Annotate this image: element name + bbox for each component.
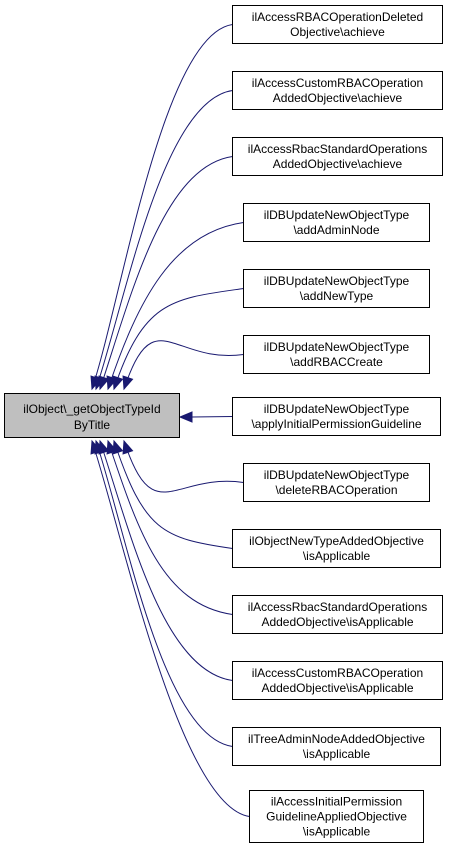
call-edge: [107, 222, 244, 390]
caller-node-box: [249, 790, 424, 843]
caller-node[interactable]: ilAccessCustomRBACOperationAddedObjectiv…: [232, 71, 443, 110]
caller-node-label: ilObjectNewTypeAddedObjective: [249, 534, 424, 548]
focus-node-line-2: ByTitle: [74, 418, 111, 432]
edges-layer: [90, 24, 250, 817]
edge-arrowhead: [112, 439, 124, 455]
caller-node-box: [232, 727, 441, 766]
caller-node-label: \addRBACCreate: [290, 355, 383, 369]
caller-node-box: [243, 203, 430, 242]
caller-node-label: Objective\achieve: [290, 25, 385, 39]
caller-node-box: [232, 397, 441, 436]
caller-node-label: GuidelineAppliedObjective: [266, 810, 407, 824]
call-edge: [123, 340, 244, 390]
caller-node-box: [243, 463, 430, 502]
call-edge: [95, 440, 233, 747]
call-edge: [107, 440, 233, 615]
caller-node-box: [232, 661, 443, 700]
call-edge: [99, 440, 233, 681]
call-edge: [91, 24, 233, 390]
caller-node-label: ilAccessRbacStandardOperations: [248, 142, 427, 156]
caller-node-label: AddedObjective\isApplicable: [261, 681, 413, 695]
call-edge: [95, 90, 233, 390]
caller-node-box: [232, 5, 443, 44]
caller-node-label: ilAccessRBACOperationDeleted: [252, 10, 423, 24]
caller-node-box: [232, 71, 443, 110]
caller-node-label: ilDBUpdateNewObjectType: [264, 208, 410, 222]
caller-node-label: AddedObjective\achieve: [273, 157, 403, 171]
caller-node-label: ilDBUpdateNewObjectType: [264, 340, 410, 354]
focus-node[interactable]: ilObject\_getObjectTypeId ByTitle: [4, 393, 180, 438]
caller-node-label: \applyInitialPermissionGuideline: [251, 417, 421, 431]
focus-node-line-1: ilObject\_getObjectTypeId: [23, 402, 160, 416]
caller-node-label: ilDBUpdateNewObjectType: [264, 402, 410, 416]
caller-node-label: \deleteRBACOperation: [275, 483, 397, 497]
call-edge: [99, 156, 233, 390]
caller-node[interactable]: ilDBUpdateNewObjectType\addAdminNode: [243, 203, 430, 242]
caller-node[interactable]: ilAccessInitialPermissionGuidelineApplie…: [249, 790, 424, 843]
caller-node-label: AddedObjective\achieve: [273, 91, 403, 105]
caller-node-label: ilAccessCustomRBACOperation: [252, 666, 423, 680]
caller-node-box: [243, 269, 430, 308]
caller-node-label: AddedObjective\isApplicable: [261, 615, 413, 629]
caller-node[interactable]: ilDBUpdateNewObjectType\addRBACCreate: [243, 335, 430, 374]
caller-node-label: \addAdminNode: [293, 223, 379, 237]
call-edge: [123, 440, 244, 493]
caller-node-box: [232, 595, 443, 634]
caller-nodes: ilAccessRBACOperationDeletedObjective\ac…: [232, 5, 443, 843]
caller-node[interactable]: ilDBUpdateNewObjectType\deleteRBACOperat…: [243, 463, 430, 502]
edge-arrowhead: [90, 439, 102, 455]
caller-node[interactable]: ilAccessRbacStandardOperationsAddedObjec…: [232, 595, 443, 634]
caller-node-label: ilDBUpdateNewObjectType: [264, 274, 410, 288]
caller-node-label: \isApplicable: [303, 825, 371, 839]
caller-node-label: \addNewType: [300, 289, 374, 303]
caller-node-label: ilAccessCustomRBACOperation: [252, 76, 423, 90]
edge-arrowhead: [112, 375, 124, 391]
call-edge: [91, 440, 250, 817]
caller-node-box: [232, 529, 441, 568]
edge-arrowhead: [122, 439, 134, 455]
caller-node-box: [243, 335, 430, 374]
caller-node[interactable]: ilTreeAdminNodeAddedObjective\isApplicab…: [232, 727, 441, 766]
caller-node-label: ilAccessRbacStandardOperations: [248, 600, 427, 614]
edge-arrowhead: [122, 375, 134, 391]
caller-node[interactable]: ilAccessCustomRBACOperationAddedObjectiv…: [232, 661, 443, 700]
caller-node-label: \isApplicable: [303, 747, 371, 761]
caller-node[interactable]: ilDBUpdateNewObjectType\applyInitialPerm…: [232, 397, 441, 436]
call-edge: [191, 416, 233, 418]
call-edge: [113, 288, 244, 390]
edge-arrowhead: [178, 411, 193, 423]
call-edge: [113, 440, 233, 549]
caller-node[interactable]: ilAccessRBACOperationDeletedObjective\ac…: [232, 5, 443, 44]
caller-node[interactable]: ilAccessRbacStandardOperationsAddedObjec…: [232, 137, 443, 176]
edge-arrowhead: [106, 439, 118, 455]
caller-node-box: [232, 137, 443, 176]
caller-node-label: \isApplicable: [303, 549, 371, 563]
caller-node-label: ilDBUpdateNewObjectType: [264, 468, 410, 482]
caller-node-label: ilAccessInitialPermission: [271, 795, 402, 809]
caller-node[interactable]: ilDBUpdateNewObjectType\addNewType: [243, 269, 430, 308]
caller-node-label: ilTreeAdminNodeAddedObjective: [248, 732, 425, 746]
caller-node[interactable]: ilObjectNewTypeAddedObjective\isApplicab…: [232, 529, 441, 568]
edge-arrowhead: [98, 375, 110, 391]
